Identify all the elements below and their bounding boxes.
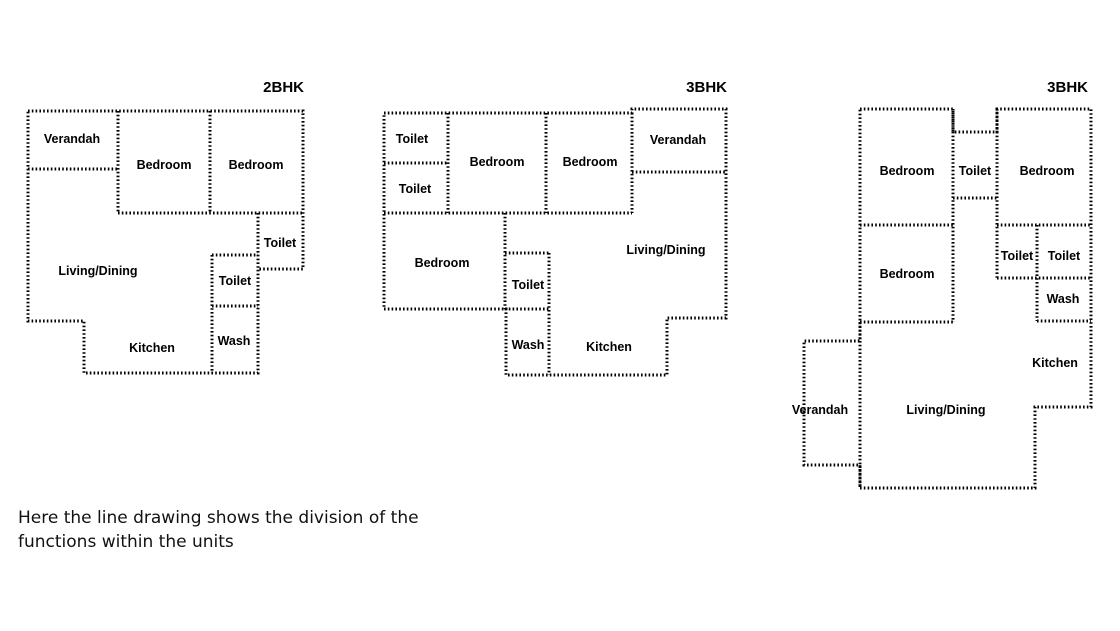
room-label: Toilet xyxy=(399,182,432,196)
room-label: Verandah xyxy=(44,132,100,146)
room-label: Wash xyxy=(1047,292,1080,306)
unit-3bhk-plan-a: 3BHK Toilet Toilet Bedroom Bedroom Veran… xyxy=(382,79,728,377)
diagram-caption: Here the line drawing shows the division… xyxy=(18,506,498,554)
unit-outline xyxy=(26,109,305,375)
room-label: Toilet xyxy=(219,274,252,288)
room-label: Verandah xyxy=(650,133,706,147)
unit-3bhk-plan-b: 3BHK Bedroom Toilet Bedroom Bedroom Toil… xyxy=(792,79,1093,490)
room-label: Verandah xyxy=(792,403,848,417)
room-label: Toilet xyxy=(1001,249,1034,263)
room-label: Kitchen xyxy=(586,340,632,354)
room-label: Bedroom xyxy=(880,267,935,281)
room-label: Toilet xyxy=(264,236,297,250)
room-label: Living/Dining xyxy=(626,243,705,257)
room-label: Bedroom xyxy=(563,155,618,169)
unit-outline xyxy=(382,107,728,377)
room-label: Toilet xyxy=(512,278,545,292)
room-label: Bedroom xyxy=(137,158,192,172)
room-label: Wash xyxy=(512,338,545,352)
unit-2bhk-plan: 2BHK Verandah Bedroom Bedroom Toilet Liv… xyxy=(26,79,305,375)
caption-line-2: functions within the units xyxy=(18,532,234,552)
unit-outline xyxy=(802,107,1093,490)
room-label: Living/Dining xyxy=(906,403,985,417)
room-label: Bedroom xyxy=(415,256,470,270)
unit-title: 2BHK xyxy=(263,79,304,96)
room-label: Bedroom xyxy=(470,155,525,169)
unit-title: 3BHK xyxy=(1047,79,1088,96)
room-label: Kitchen xyxy=(129,341,175,355)
room-label: Bedroom xyxy=(880,164,935,178)
room-label: Toilet xyxy=(959,164,992,178)
room-label: Toilet xyxy=(396,132,429,146)
caption-line-1: Here the line drawing shows the division… xyxy=(18,508,419,528)
room-label: Kitchen xyxy=(1032,356,1078,370)
room-label: Bedroom xyxy=(229,158,284,172)
room-label: Bedroom xyxy=(1020,164,1075,178)
room-label: Wash xyxy=(218,334,251,348)
room-label: Toilet xyxy=(1048,249,1081,263)
unit-title: 3BHK xyxy=(686,79,727,96)
room-label: Living/Dining xyxy=(58,264,137,278)
